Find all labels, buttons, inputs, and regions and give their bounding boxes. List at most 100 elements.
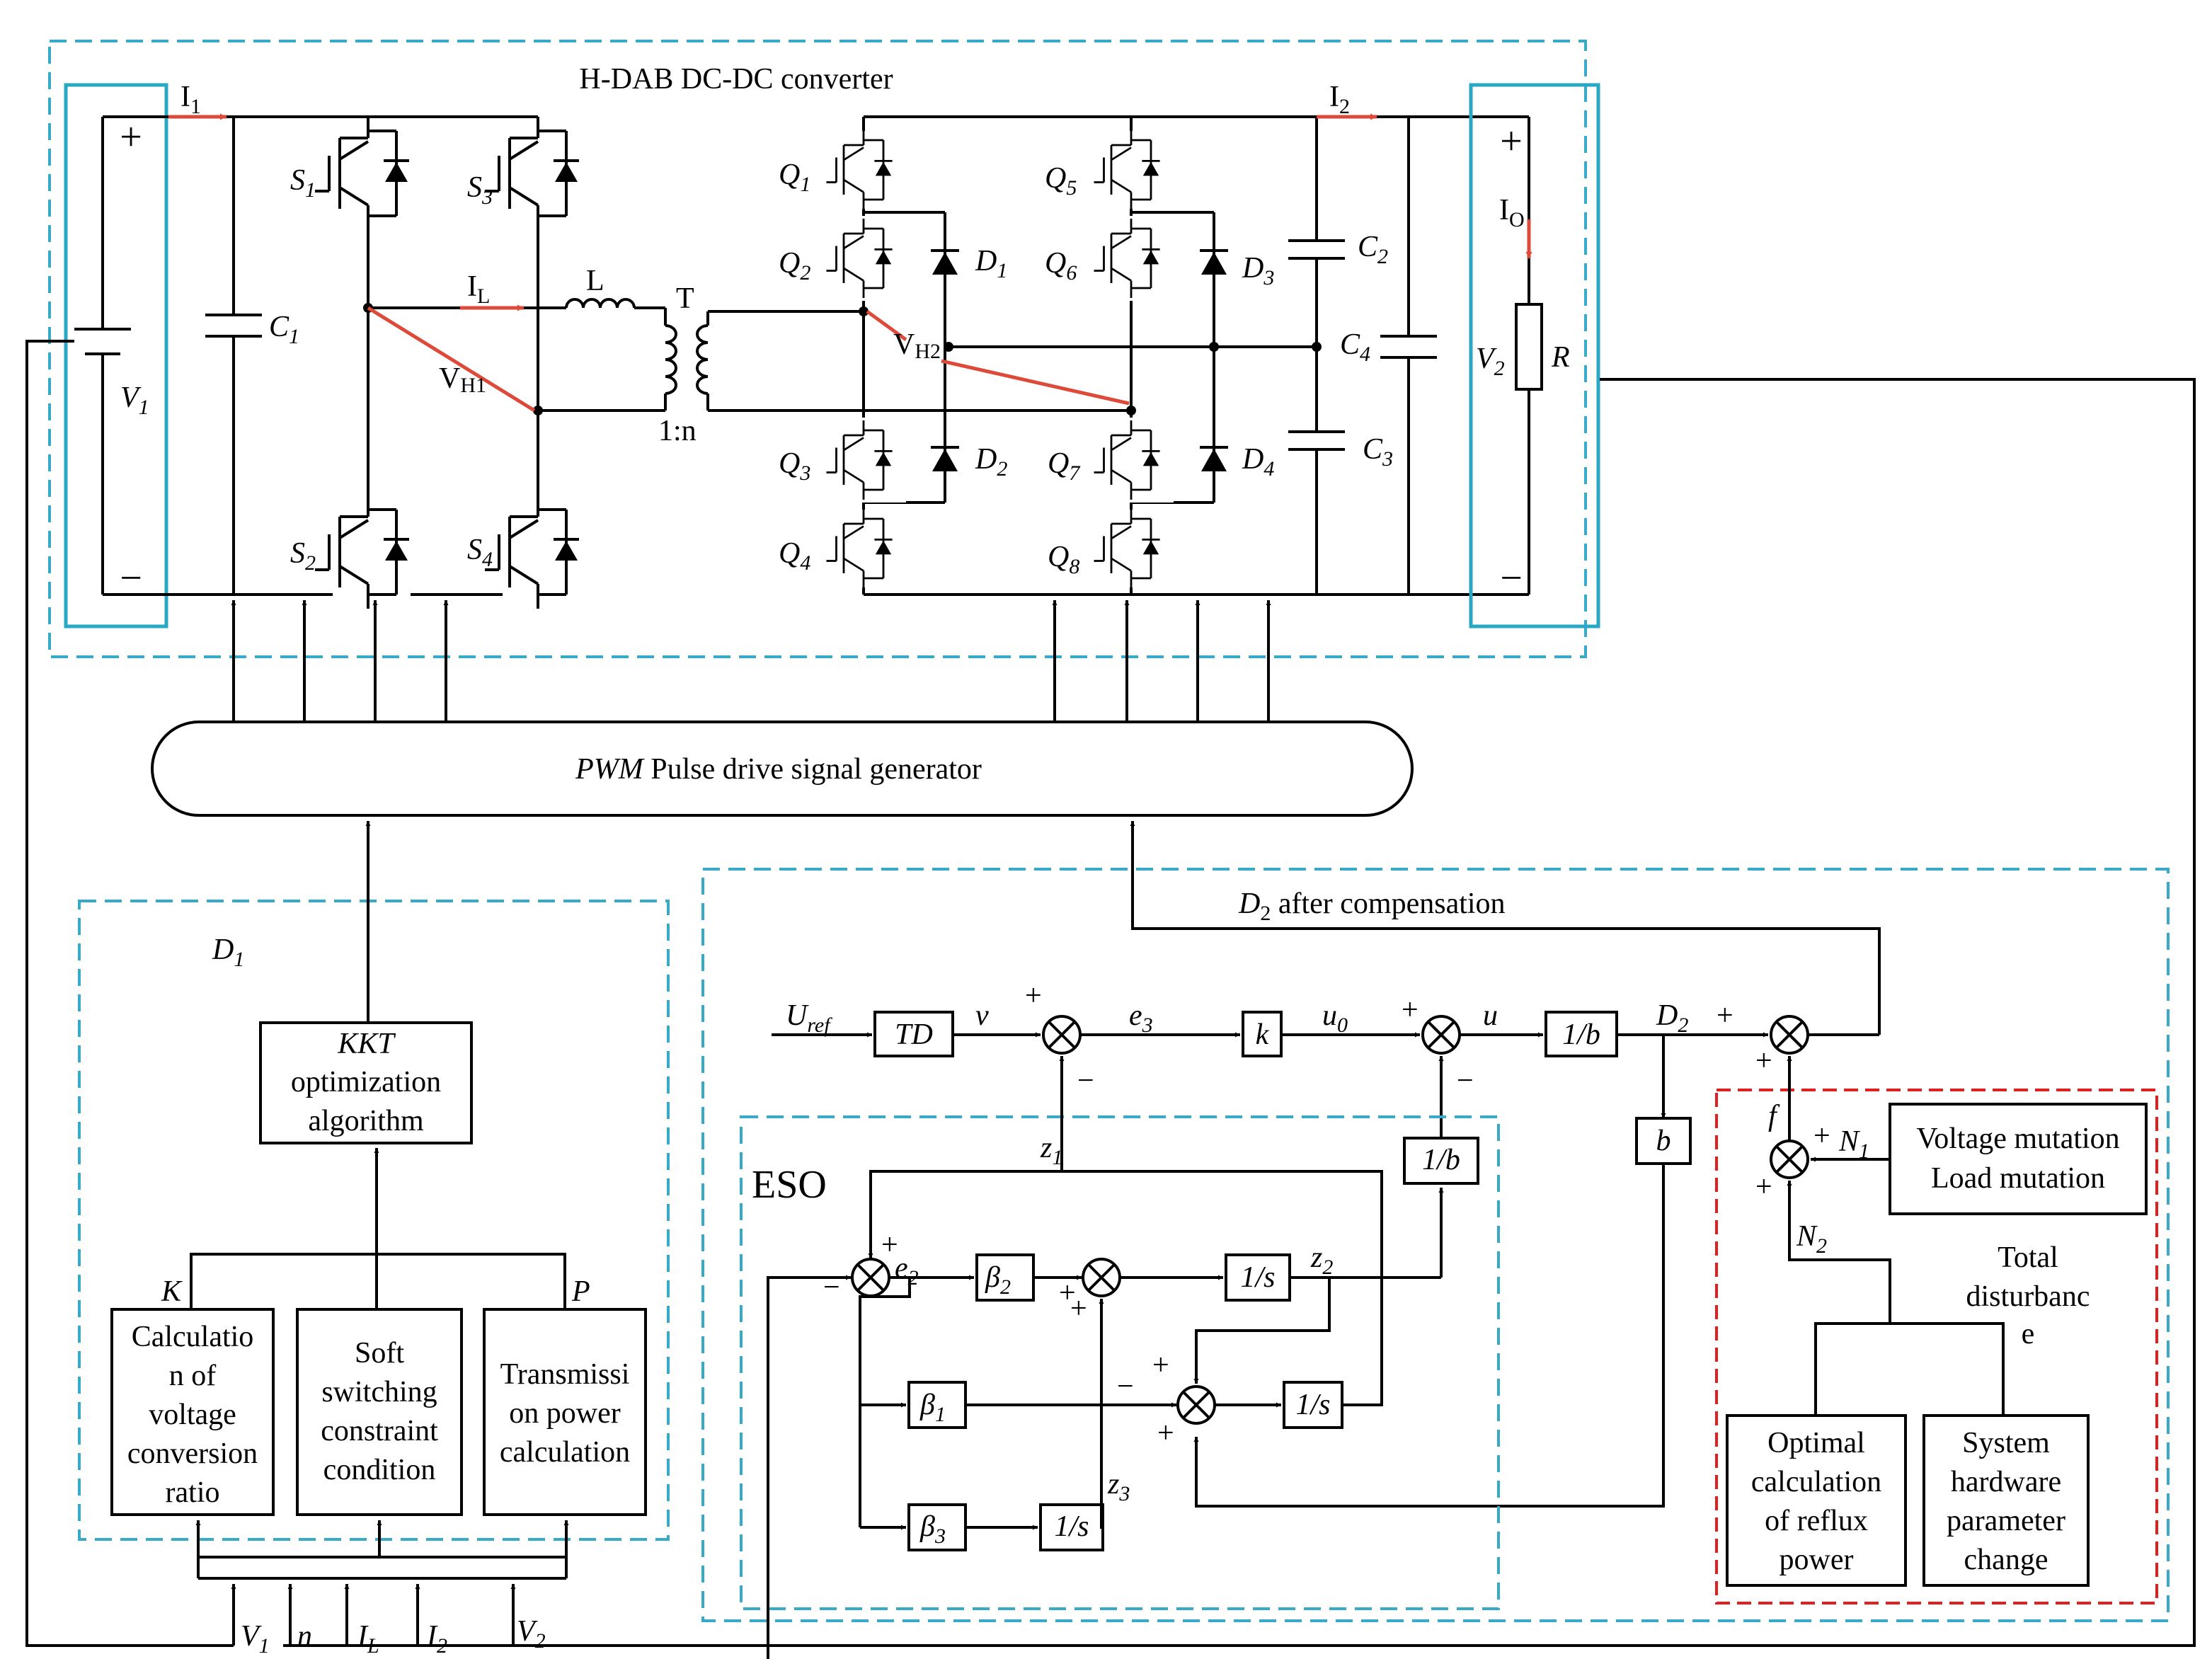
- c3-label: C3: [1363, 433, 1393, 471]
- il-label: IL: [467, 270, 490, 308]
- turns-ratio: 1:n: [658, 415, 697, 447]
- switch-q2-label: Q2: [779, 247, 810, 285]
- y-feedback-wire: [767, 1275, 851, 1659]
- load-plus: +: [1500, 120, 1523, 163]
- d2-title: D2 after compensation: [1238, 888, 1506, 925]
- svg-text:TD: TD: [895, 1018, 933, 1051]
- svg-text:Transmissi: Transmissi: [500, 1358, 630, 1391]
- io-label: IO: [1499, 194, 1525, 231]
- svg-text:−: −: [1117, 1370, 1134, 1403]
- svg-text:β3: β3: [919, 1510, 946, 1548]
- switch-q6-label: Q6: [1045, 247, 1077, 285]
- eso-sum-e2: [851, 1258, 890, 1297]
- sum-junction-2: [1421, 1015, 1461, 1055]
- z2-label: z2: [1310, 1241, 1333, 1279]
- v-label: v: [975, 999, 989, 1032]
- k-label: K: [161, 1275, 183, 1308]
- i2-label: I2: [1329, 81, 1350, 118]
- eso-label: ESO: [752, 1163, 827, 1207]
- svg-text:1/b: 1/b: [1562, 1018, 1600, 1051]
- switch-q4-label: Q4: [779, 537, 810, 575]
- svg-text:of reflux: of reflux: [1765, 1505, 1868, 1537]
- eso-sum-2: [1082, 1258, 1121, 1297]
- svg-text:constraint: constraint: [321, 1415, 438, 1447]
- diode-d2-label: D2: [975, 443, 1007, 481]
- source-plus: +: [120, 115, 142, 159]
- i1-label: I1: [180, 81, 201, 118]
- reflux-block: [1726, 1414, 1907, 1587]
- svg-text:β2: β2: [985, 1261, 1011, 1299]
- z1-label: z1: [1040, 1132, 1062, 1169]
- integrator-2: [1283, 1381, 1343, 1429]
- svg-text:condition: condition: [323, 1454, 436, 1486]
- svg-text:calculation: calculation: [500, 1436, 630, 1469]
- source-highlight: [64, 83, 168, 628]
- vh2-label: VH2: [893, 328, 941, 363]
- d1-frame: [78, 900, 670, 1541]
- svg-text:+: +: [1402, 994, 1419, 1026]
- svg-text:1/s: 1/s: [1054, 1510, 1089, 1543]
- svg-text:power: power: [1780, 1544, 1854, 1576]
- converter-title: H-DAB DC-DC converter: [579, 63, 893, 96]
- svg-text:+: +: [881, 1229, 898, 1261]
- inv-b-block: [1545, 1011, 1618, 1057]
- calc-ratio-block: [110, 1308, 275, 1516]
- svg-text:−: −: [1077, 1064, 1094, 1097]
- u-label: u: [1483, 999, 1498, 1032]
- svg-text:k: k: [1256, 1018, 1270, 1051]
- diode-d2-icon: [929, 446, 961, 473]
- d2-feedback-wire: [1130, 821, 1881, 1035]
- e3-label: e3: [1129, 999, 1153, 1037]
- source-label: V1: [120, 381, 149, 419]
- svg-text:voltage: voltage: [149, 1399, 236, 1431]
- kkt-line-3: algorithm: [308, 1105, 424, 1137]
- u0-label: u0: [1322, 999, 1348, 1037]
- svg-text:disturbanc: disturbanc: [1966, 1280, 2090, 1313]
- inductor-label: L: [586, 265, 604, 297]
- kkt-block: [259, 1021, 473, 1144]
- soft-switch-block: [296, 1308, 463, 1516]
- svg-text:ratio: ratio: [166, 1476, 220, 1509]
- secondary-winding-icon: [696, 324, 709, 395]
- n2-label: N2: [1796, 1220, 1827, 1258]
- kkt-line-2: optimization: [291, 1066, 441, 1098]
- load-resistor-label: R: [1551, 341, 1570, 374]
- switch-s4-label: S4: [467, 534, 493, 571]
- beta3-block: [907, 1503, 967, 1551]
- disturbance-sum: [1770, 1140, 1809, 1179]
- svg-text:β1: β1: [919, 1389, 946, 1426]
- svg-text:change: change: [1964, 1544, 2048, 1576]
- svg-text:+: +: [1157, 1417, 1174, 1450]
- load-voltage-label: V2: [1476, 343, 1505, 380]
- primary-winding-icon: [665, 324, 677, 395]
- input-i2: I2: [426, 1620, 447, 1658]
- svg-text:1/s: 1/s: [1295, 1389, 1330, 1421]
- svg-text:+: +: [1755, 1045, 1772, 1077]
- svg-text:Total: Total: [1998, 1241, 2058, 1274]
- z3-label: z3: [1107, 1468, 1130, 1505]
- integrator-1: [1225, 1253, 1291, 1302]
- svg-text:Optimal: Optimal: [1767, 1427, 1865, 1459]
- input-v1: V1: [241, 1620, 270, 1658]
- c1-label: C1: [269, 311, 299, 348]
- source-minus: −: [120, 556, 142, 600]
- diode-d1-icon: [929, 249, 961, 276]
- switch-s2-label: S2: [290, 537, 316, 575]
- k-gain-block: [1242, 1011, 1283, 1057]
- input-n: n: [297, 1620, 312, 1653]
- power-calc-block: [483, 1308, 647, 1516]
- vh2-line: [941, 359, 1130, 406]
- svg-text:on power: on power: [509, 1397, 620, 1430]
- svg-text:Load mutation: Load mutation: [1931, 1162, 2105, 1195]
- d2-frame: [701, 868, 2170, 1622]
- svg-text:−: −: [823, 1271, 840, 1304]
- svg-text:+: +: [1025, 980, 1042, 1012]
- svg-text:1/s: 1/s: [1240, 1261, 1275, 1294]
- e2-label: e2: [895, 1252, 919, 1290]
- c4-label: C4: [1340, 328, 1370, 366]
- p-label: P: [571, 1275, 590, 1308]
- pwm-generator: [151, 721, 1414, 817]
- switch-q1-label: Q1: [779, 159, 810, 196]
- vh1-label: VH1: [439, 362, 486, 397]
